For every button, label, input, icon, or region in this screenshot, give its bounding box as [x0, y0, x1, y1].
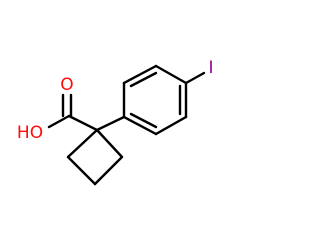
iodine-label: I [208, 58, 213, 78]
aryl-bond-5 [154, 115, 188, 136]
ring-bond-right-bottom [93, 155, 124, 186]
bond-carboxyl-hydroxyl [47, 114, 71, 129]
aryl-bond-6 [122, 115, 158, 136]
bond-quat-carboxyl [67, 114, 99, 132]
aryl-bond-3 [154, 64, 188, 85]
bonds [47, 64, 206, 186]
bond-aryl-iodine [184, 71, 206, 85]
molecule-canvas: I O HO [16, 58, 214, 186]
atom-labels: I O HO [17, 58, 214, 143]
carbonyl-oxygen-label: O [60, 75, 73, 95]
bond-quat-aryl [95, 115, 126, 132]
aryl-double-inner-3 [129, 112, 158, 129]
aryl-bond-2 [122, 64, 158, 85]
ring-bond-bottom-left [66, 155, 97, 186]
ring-bond-left-quat [66, 128, 99, 159]
aryl-double-inner-1 [129, 71, 158, 88]
ring-bond-quat-right [95, 128, 124, 159]
hydroxyl-label: HO [17, 123, 43, 143]
structure-diagram: I O HO [17, 58, 214, 186]
